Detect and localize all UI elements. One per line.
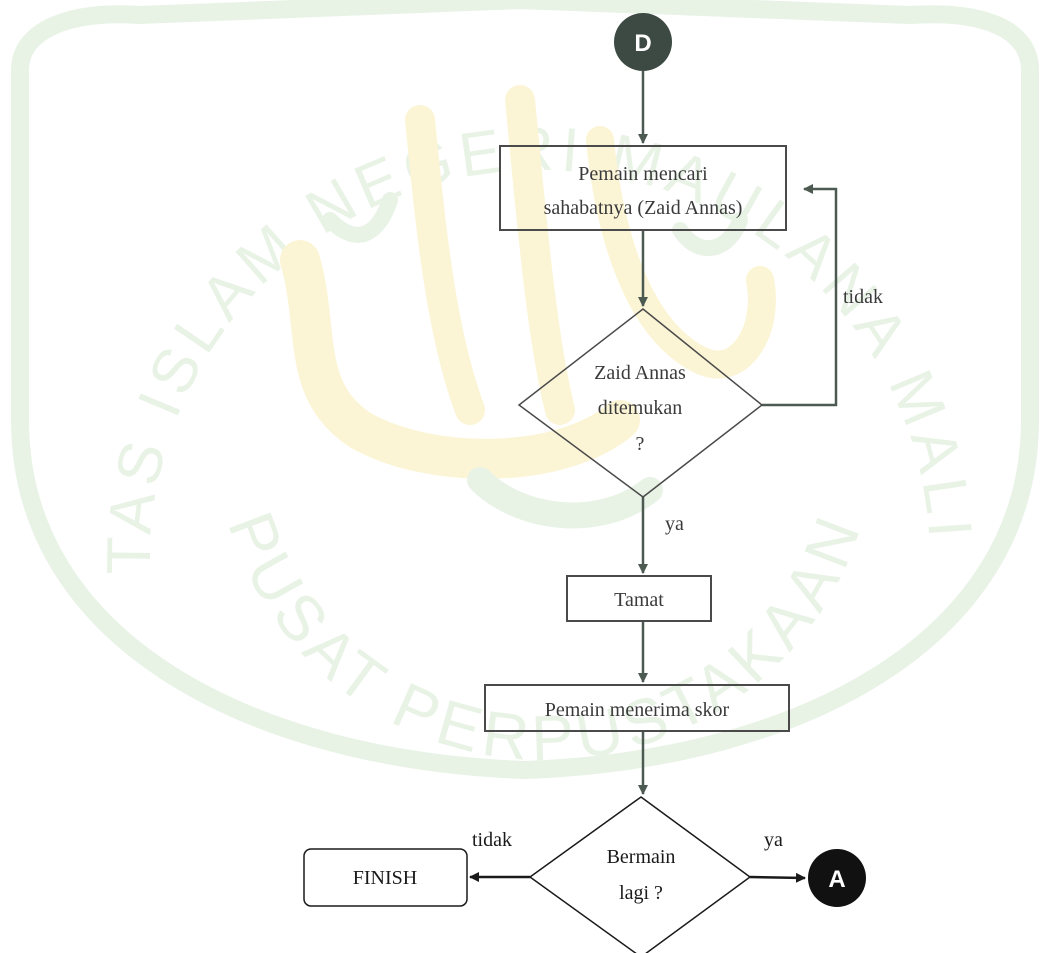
process-search-friend-line1: Pemain mencari [578,163,708,185]
process-tamat-box [566,575,712,622]
connector-d-circle [614,13,672,71]
process-search-friend-box [499,145,787,231]
process-receive-score-label: Pemain menerima skor [545,699,730,721]
terminal-finish-box [303,848,468,907]
connector-a-circle [808,849,866,907]
decision-play-again: Bermain lagi ? [528,796,752,953]
process-tamat-label: Tamat [614,589,664,611]
decision-play-again-line2: lagi ? [619,882,663,904]
label-no-play-again: tidak [472,829,512,851]
decision-play-again-diamond [528,796,752,953]
process-search-friend-line2: sahabatnya (Zaid Annas) [544,197,743,219]
process-receive-score: Pemain menerima skor [484,684,790,732]
terminal-finish-label: FINISH [353,867,417,889]
connector-a: A [808,849,866,907]
watermark-calligraphy [280,85,776,529]
process-search-friend: Pemain mencari sahabatnya (Zaid Annas) [499,145,787,231]
connector-a-label: A [828,866,845,893]
decision-found-diamond [517,308,764,498]
decision-found-line2: ditemukan [598,397,682,419]
process-receive-score-box [484,684,790,732]
decision-found: Zaid Annas ditemukan ? [517,308,764,498]
connector-d-label: D [634,30,651,57]
watermark-shield-outline [10,0,1039,780]
watermark-seal: UNIVERSITAS ISLAM NEGERI MAULANA MALIK I… [0,0,1039,780]
edge-yes-to-a [749,872,806,883]
process-tamat: Tamat [566,575,712,622]
terminal-finish: FINISH [303,848,468,907]
bottom-edges [469,872,806,883]
decision-found-line1: Zaid Annas [594,362,686,384]
label-yes-found: ya [665,513,684,535]
flow-edges [638,71,838,795]
decision-play-again-line1: Bermain [607,846,676,868]
connector-d: D [614,13,672,71]
decision-found-line3: ? [636,433,645,455]
edge-no-loop-back [762,184,838,407]
label-yes-play-again: ya [764,829,783,851]
label-no-found: tidak [843,286,883,308]
